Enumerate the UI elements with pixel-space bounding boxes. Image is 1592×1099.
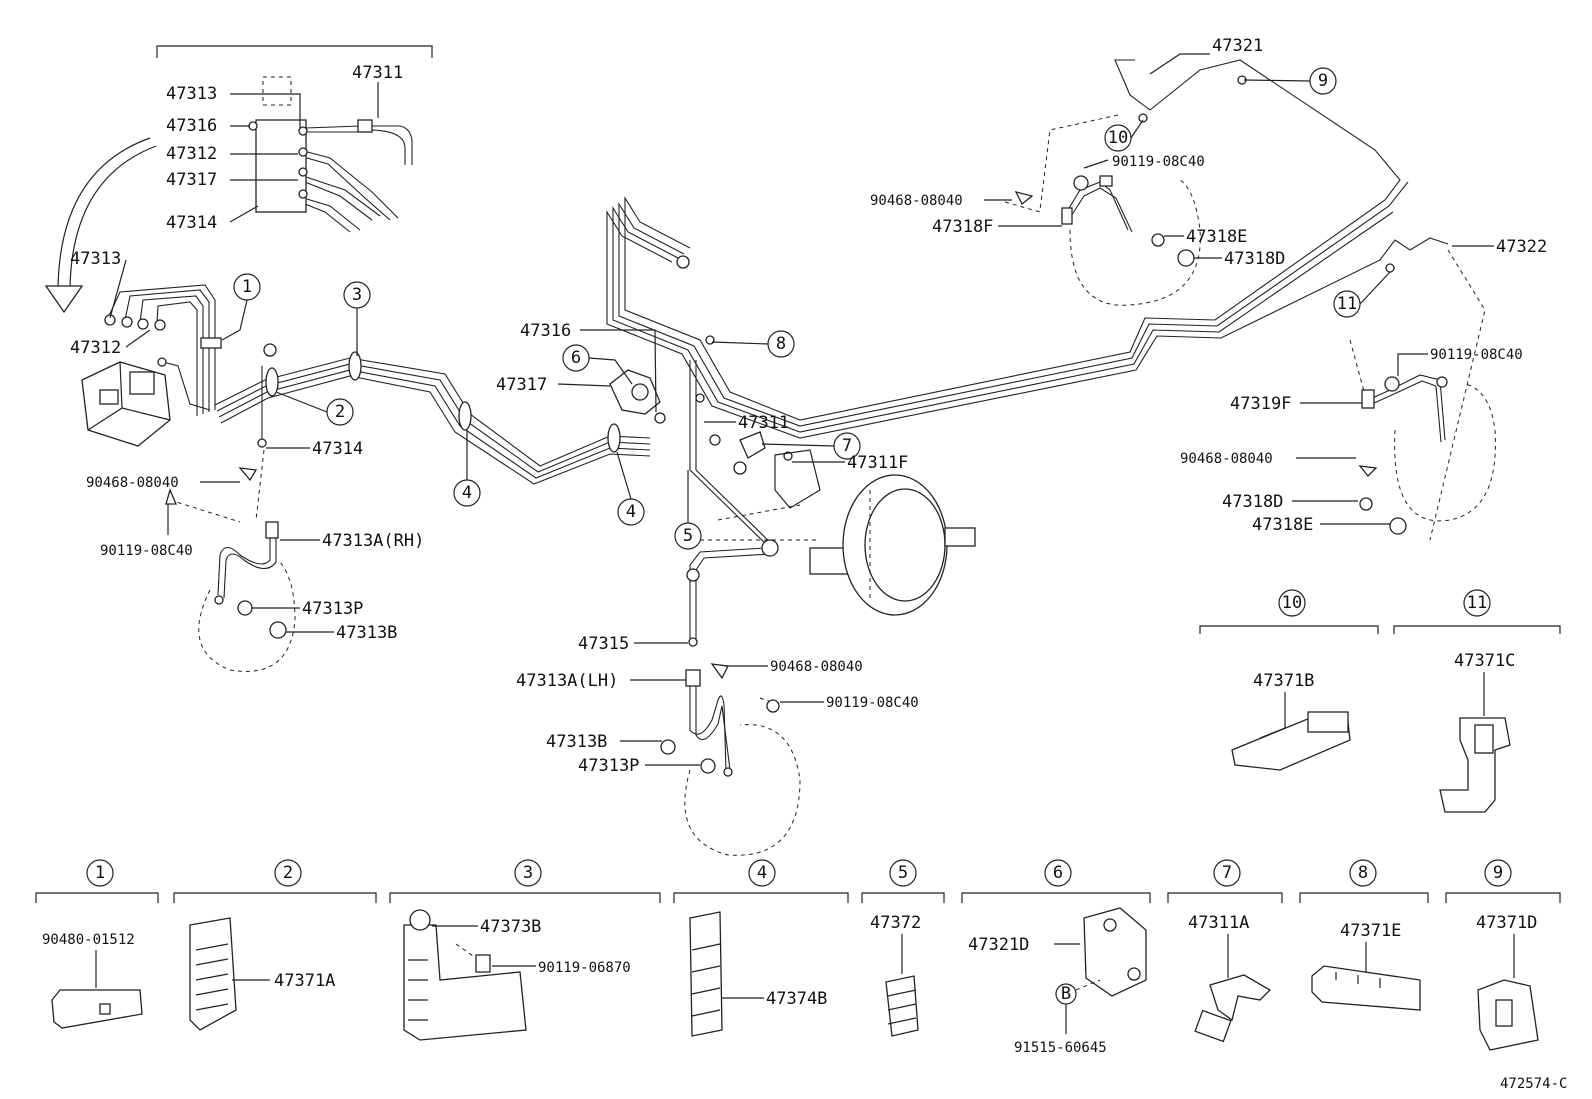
rear-upper-labels: 47321 90119-08C40 90468-08040 47318F 473…	[870, 36, 1285, 269]
label-47371e: 47371E	[1340, 921, 1401, 941]
label-47313b-center: 47313B	[546, 732, 607, 752]
inset-label-47317: 47317	[166, 170, 217, 190]
label-90119-left: 90119-08C40	[100, 543, 193, 559]
label-47318e-rear-upper: 47318E	[1186, 227, 1247, 247]
label-47313a-rh: 47313A(RH)	[322, 531, 424, 551]
label-47316-center: 47316	[520, 321, 571, 341]
front-rh-hose	[165, 449, 296, 672]
inset-detail: 47311 47313 47316 47312 47317 47314	[156, 45, 433, 233]
inset-label-47313: 47313	[166, 84, 217, 104]
label-47313p-center: 47313P	[578, 756, 639, 776]
label-90119-06870: 90119-06870	[538, 960, 631, 976]
front-left-labels: 47313 47312 47314 90468-08040 90119-08C4…	[70, 249, 424, 643]
label-90119-center: 90119-08C40	[826, 695, 919, 711]
label-90468-rear-upper: 90468-08040	[870, 193, 963, 209]
label-47373b: 47373B	[480, 917, 541, 937]
callout-markers: 1 2 3 4 4 5 6 7 8 9 10 11	[221, 67, 1391, 550]
label-47322: 47322	[1496, 237, 1547, 257]
callout-4b: 4	[626, 502, 636, 522]
label-47317-center: 47317	[496, 375, 547, 395]
detail-7-number: 7	[1222, 863, 1232, 883]
label-47371a: 47371A	[274, 971, 335, 991]
zoom-arrow	[57, 137, 151, 289]
detail-5-number: 5	[898, 863, 908, 883]
label-90119-rear-right: 90119-08C40	[1430, 347, 1523, 363]
bolt-b-marker: B	[1061, 984, 1071, 1004]
label-47318f: 47318F	[932, 217, 993, 237]
detail-9-number: 9	[1493, 863, 1503, 883]
detail-2-number: 2	[283, 863, 293, 883]
detail-6-number: 6	[1053, 863, 1063, 883]
label-47313a-lh: 47313A(LH)	[516, 671, 618, 691]
inset-label-47311: 47311	[352, 63, 403, 83]
label-47318d-rear-right: 47318D	[1222, 492, 1283, 512]
callout-3: 3	[352, 285, 362, 305]
detail-1-number: 1	[95, 863, 105, 883]
label-47313b-left: 47313B	[336, 623, 397, 643]
label-47374b: 47374B	[766, 989, 827, 1009]
label-47371c: 47371C	[1454, 651, 1515, 671]
label-47319f: 47319F	[1230, 394, 1291, 414]
callout-2: 2	[335, 402, 345, 422]
figure-code: 472574-C	[1500, 1076, 1567, 1092]
callout-8: 8	[776, 334, 786, 354]
callout-5: 5	[683, 526, 693, 546]
center-assembly	[606, 59, 1449, 647]
label-47312-left: 47312	[70, 338, 121, 358]
detail-10-number: 10	[1282, 593, 1302, 613]
callout-4a: 4	[462, 483, 472, 503]
callout-11: 11	[1337, 294, 1357, 314]
rear-right-hose	[1349, 249, 1496, 541]
abs-actuator-assembly	[81, 284, 651, 485]
label-90468-center: 90468-08040	[770, 659, 863, 675]
label-47371b: 47371B	[1253, 671, 1314, 691]
label-47311f: 47311F	[847, 453, 908, 473]
callout-10: 10	[1108, 128, 1128, 148]
label-47311a: 47311A	[1188, 913, 1249, 933]
label-47371d: 47371D	[1476, 913, 1537, 933]
callout-9: 9	[1318, 71, 1328, 91]
label-47313-left: 47313	[70, 249, 121, 269]
detail-row: 1 90480-01512 2 47371A 3 47373B 90119-06…	[35, 859, 1561, 1056]
label-90119-rear-upper: 90119-08C40	[1112, 154, 1205, 170]
label-47315: 47315	[578, 634, 629, 654]
label-47313p-left: 47313P	[302, 599, 363, 619]
rear-upper-hose	[1004, 114, 1201, 306]
inset-label-47314: 47314	[166, 213, 217, 233]
front-lh-hose	[660, 663, 801, 856]
label-47321: 47321	[1212, 36, 1263, 56]
detail-10: 10 47371B	[1199, 589, 1379, 771]
inset-label-47316: 47316	[166, 116, 217, 136]
label-47318d-rear-upper: 47318D	[1224, 249, 1285, 269]
detail-4-number: 4	[757, 863, 767, 883]
label-47321d: 47321D	[968, 935, 1029, 955]
detail-11: 11 47371C	[1393, 589, 1561, 813]
label-91515: 91515-60645	[1014, 1040, 1107, 1056]
label-90480: 90480-01512	[42, 932, 135, 948]
label-47314-left: 47314	[312, 439, 363, 459]
detail-11-number: 11	[1467, 593, 1487, 613]
label-90468-rear-right: 90468-08040	[1180, 451, 1273, 467]
label-47318e-rear-right: 47318E	[1252, 515, 1313, 535]
detail-8-number: 8	[1358, 863, 1368, 883]
center-labels: 47316 47317 47311 47311F 47315 90468-080…	[496, 321, 919, 776]
callout-6: 6	[571, 348, 581, 368]
detail-3-number: 3	[523, 863, 533, 883]
callout-1: 1	[242, 277, 252, 297]
rear-right-labels: 47322 90119-08C40 47319F 90468-08040 473…	[1180, 237, 1547, 535]
label-47311-center: 47311	[738, 413, 789, 433]
label-90468-left: 90468-08040	[86, 475, 179, 491]
inset-label-47312: 47312	[166, 144, 217, 164]
callout-7: 7	[842, 436, 852, 456]
label-47372: 47372	[870, 913, 921, 933]
